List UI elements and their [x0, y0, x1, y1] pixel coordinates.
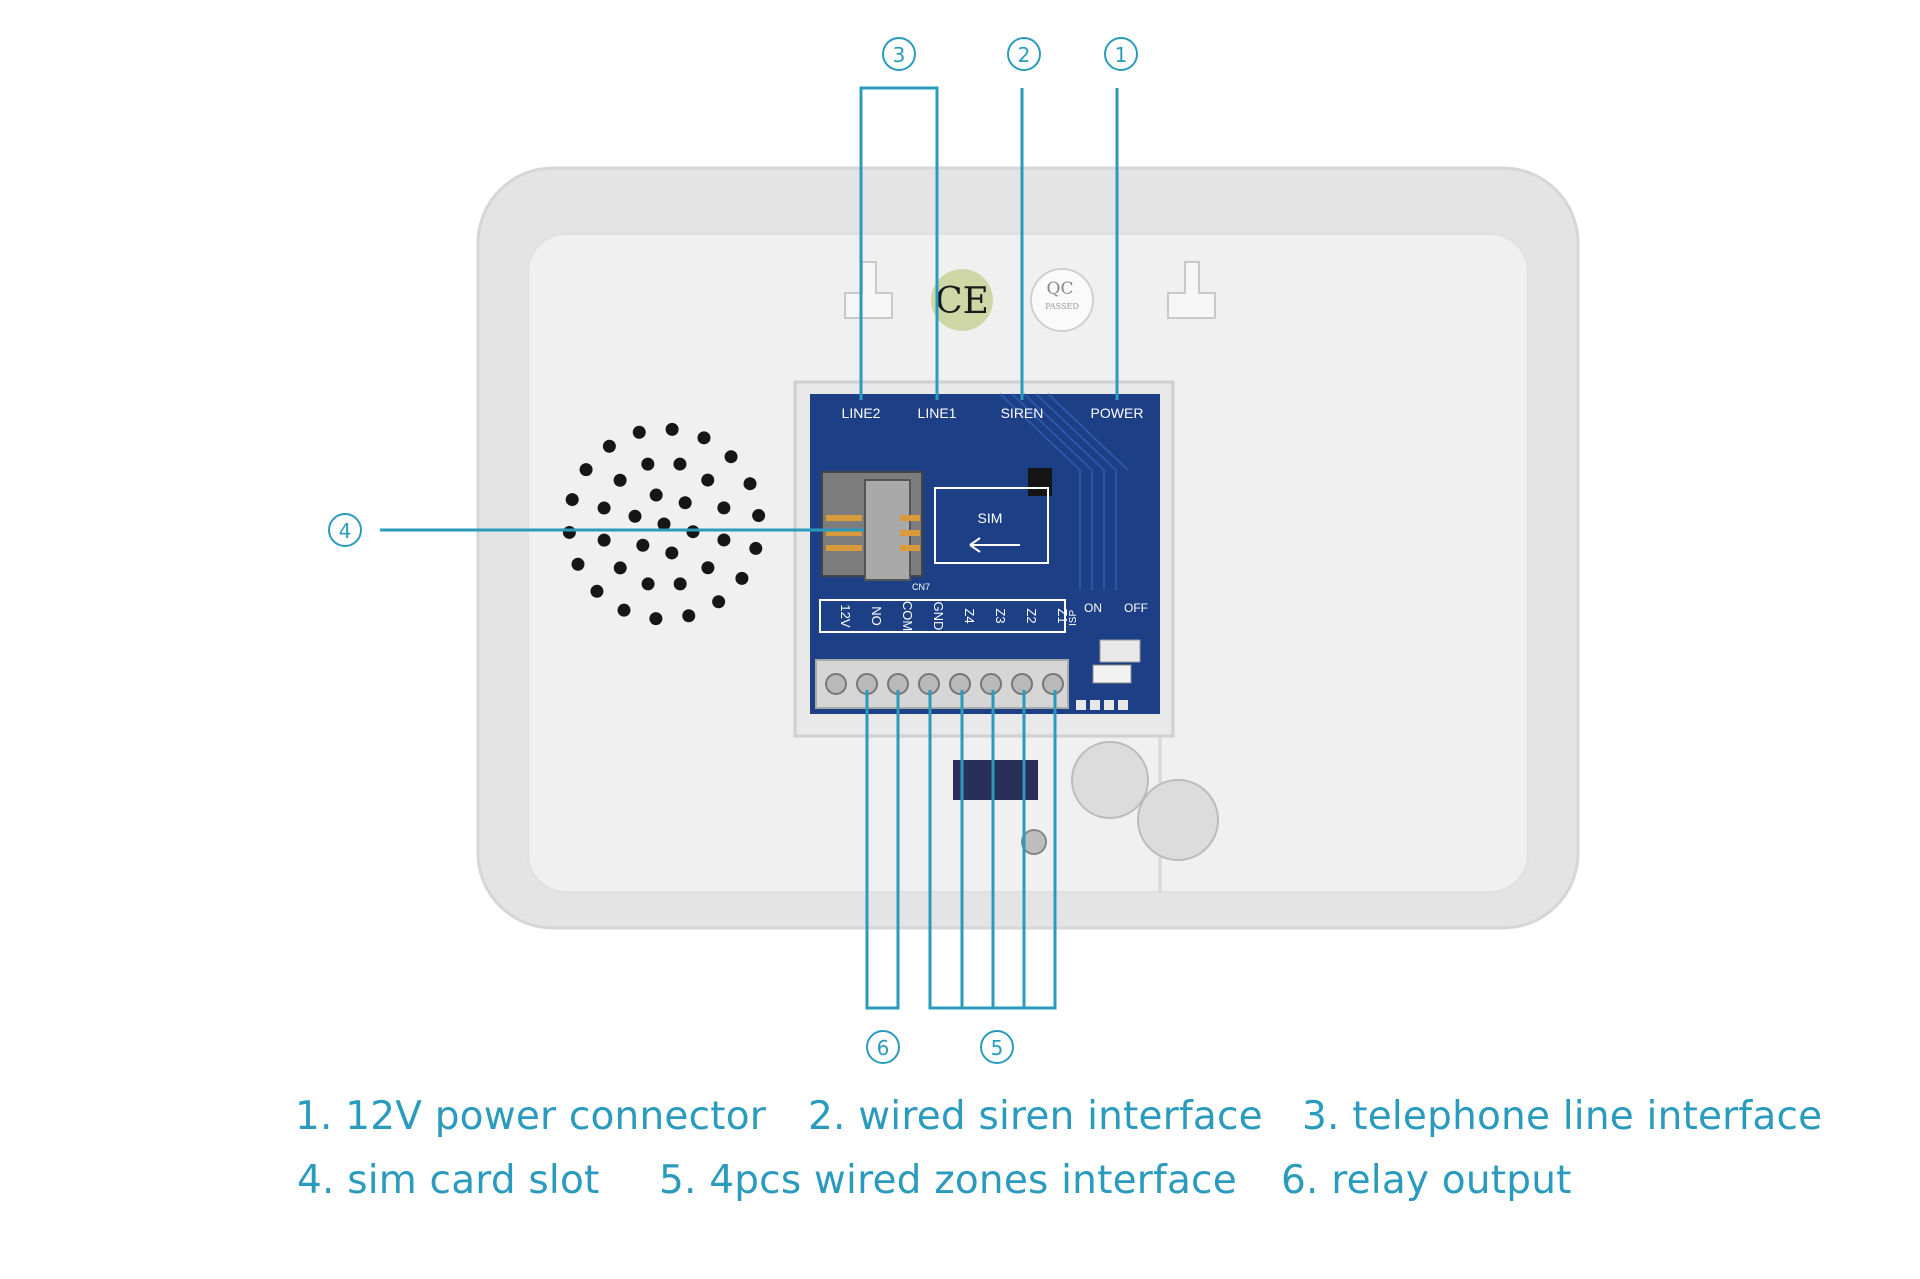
speaker-grille — [562, 422, 766, 626]
on-label: ON — [1084, 601, 1102, 615]
speaker-hole — [571, 557, 585, 571]
speaker-hole — [579, 463, 593, 477]
mounting-screw — [1021, 829, 1047, 855]
speaker-hole — [602, 439, 616, 453]
speaker-hole — [682, 609, 696, 623]
speaker-hole — [665, 422, 679, 436]
terminal-label-strip — [819, 599, 1066, 633]
callout-circle-5 — [980, 1030, 1014, 1064]
callout-circle-3 — [882, 37, 916, 71]
callout-number-1: 1 — [1115, 43, 1128, 67]
callout-number-3: 3 — [893, 43, 906, 67]
line2-label: LINE2 — [842, 405, 881, 421]
speaker-hole — [632, 425, 646, 439]
isp-label: ISP — [1068, 610, 1079, 626]
ce-mark: CE — [935, 281, 989, 322]
sim-outline — [934, 487, 1049, 564]
speaker-hole — [701, 561, 715, 575]
cable-hole-2 — [1137, 779, 1219, 861]
callout-circle-2 — [1007, 37, 1041, 71]
callout-number-2: 2 — [1018, 43, 1031, 67]
cn7-label: CN7 — [912, 582, 930, 592]
callout-number-5: 5 — [991, 1036, 1004, 1060]
callout-line-6 — [865, 690, 900, 1010]
line1-label: LINE1 — [918, 405, 957, 421]
cable-hole — [1071, 741, 1149, 819]
speaker-hole — [701, 473, 715, 487]
terminal-labels: 12V NO COM GND Z4 Z3 Z2 Z1 — [838, 601, 1070, 631]
callout-circle-6 — [866, 1030, 900, 1064]
power-label: POWER — [1091, 405, 1144, 421]
speaker-hole — [712, 595, 726, 609]
hanger-slot-left — [844, 261, 893, 319]
callout-line-5 — [928, 690, 1057, 1010]
terminal-label: COM — [900, 601, 915, 631]
speaker-hole — [678, 496, 692, 510]
terminal-screw[interactable] — [980, 673, 1002, 695]
speaker-hole — [673, 457, 687, 471]
speaker-hole — [749, 541, 763, 555]
terminal-screw[interactable] — [1042, 673, 1064, 695]
power-switch[interactable] — [1092, 664, 1132, 684]
speaker-hole — [597, 533, 611, 547]
terminal-label: Z4 — [962, 608, 977, 623]
speaker-hole — [657, 517, 671, 531]
terminal-label: NO — [869, 606, 884, 626]
speaker-hole — [752, 509, 766, 523]
speaker-hole — [717, 501, 731, 515]
qc-passed: PASSED — [1045, 302, 1079, 311]
callout-badges — [328, 37, 1138, 1064]
qc-mark: QC — [1047, 279, 1074, 299]
terminal-label: Z1 — [1055, 608, 1070, 623]
qc-sticker — [1030, 268, 1094, 332]
siren-label: SIREN — [1001, 405, 1044, 421]
callout-circle-4 — [328, 513, 362, 547]
speaker-hole — [590, 584, 604, 598]
speaker-hole — [717, 533, 731, 547]
speaker-hole — [617, 603, 631, 617]
speaker-hole — [628, 509, 642, 523]
speaker-hole — [665, 546, 679, 560]
callout-line-3 — [859, 86, 939, 400]
callout-circle-1 — [1104, 37, 1138, 71]
sim-contacts — [826, 515, 920, 551]
speaker-hole — [613, 561, 627, 575]
callout-number-4: 4 — [339, 519, 352, 543]
terminal-label: Z3 — [993, 608, 1008, 623]
callout-lines — [380, 86, 1119, 1010]
speaker-hole — [735, 571, 749, 585]
speaker-hole — [641, 577, 655, 591]
speaker-hole — [562, 525, 576, 539]
sim-label: SIM — [978, 510, 1003, 526]
speaker-hole — [673, 577, 687, 591]
speaker-hole — [649, 488, 663, 502]
speaker-hole — [743, 477, 757, 491]
terminal-label: Z2 — [1024, 608, 1039, 623]
speaker-hole — [641, 457, 655, 471]
dip-switch[interactable] — [1099, 639, 1141, 663]
hanger-slot-right — [1167, 261, 1216, 319]
ce-sticker — [931, 269, 993, 331]
speaker-hole — [636, 538, 650, 552]
callout-number-6: 6 — [877, 1036, 890, 1060]
pcb-traces — [999, 393, 1129, 590]
terminal-screw[interactable] — [1011, 673, 1033, 695]
speaker-hole — [597, 501, 611, 515]
speaker-hole — [686, 525, 700, 539]
terminal-label: 12V — [838, 604, 853, 627]
speaker-hole — [565, 493, 579, 507]
speaker-hole — [649, 612, 663, 626]
terminal-screw[interactable] — [825, 673, 847, 695]
speaker-hole — [724, 450, 738, 464]
terminal-label: GND — [931, 602, 946, 631]
isp-header — [1076, 700, 1128, 710]
off-label: OFF — [1124, 601, 1148, 615]
speaker-hole — [697, 431, 711, 445]
sim-arrow — [969, 537, 1020, 553]
speaker-hole — [613, 473, 627, 487]
terminal-screw[interactable] — [949, 673, 971, 695]
